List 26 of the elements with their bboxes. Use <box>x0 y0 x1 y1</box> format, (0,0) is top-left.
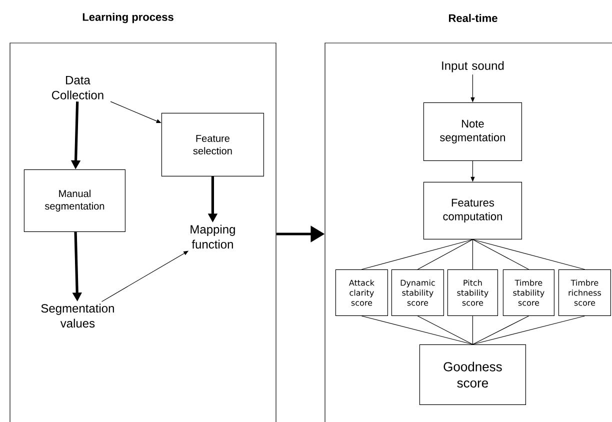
process-box: Note segmentation <box>423 102 522 161</box>
score-box: Timbre stability score <box>502 269 554 316</box>
node-label: Learning process <box>82 12 174 24</box>
connector-line <box>472 239 473 270</box>
connector-line <box>472 239 529 270</box>
text-label: Segmentation values <box>41 304 114 328</box>
score-box: Pitch stability score <box>447 269 498 316</box>
connector-line <box>472 316 473 345</box>
process-box: Manual segmentation <box>24 169 126 232</box>
connector-line <box>417 316 473 345</box>
connector-line <box>472 316 529 345</box>
connector-line <box>472 316 585 345</box>
process-box: Feature selection <box>161 112 264 176</box>
connector-line <box>417 239 473 270</box>
process-box: Features computation <box>423 182 522 240</box>
score-box: Attack clarity score <box>335 269 388 316</box>
connector-line <box>361 239 473 270</box>
connector-line <box>472 239 585 270</box>
connector-line <box>361 316 473 345</box>
text-label: Input sound <box>442 61 504 72</box>
text-label: Mapping function <box>190 224 235 249</box>
score-box: Dynamic stability score <box>391 269 444 316</box>
text-label: Data Collection <box>52 76 104 100</box>
score-box: Timbre richness score <box>558 269 611 316</box>
result-box: Goodness score <box>419 344 526 405</box>
node-label: Real-time <box>448 14 498 22</box>
